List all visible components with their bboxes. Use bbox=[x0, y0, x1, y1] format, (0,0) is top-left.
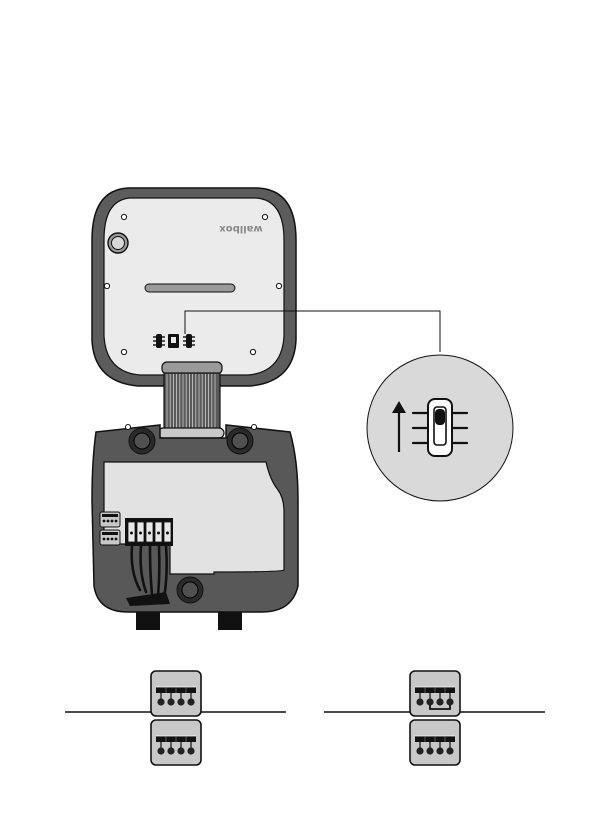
screw-icon bbox=[121, 349, 126, 354]
screw-icon bbox=[104, 283, 109, 288]
led-strip bbox=[145, 284, 235, 292]
switch-knob bbox=[435, 409, 445, 425]
screw-icon bbox=[276, 283, 281, 288]
connector-block-bottom bbox=[151, 720, 201, 765]
charger-body bbox=[92, 425, 298, 631]
lid-dip-switch bbox=[153, 334, 195, 348]
ribbon-cable bbox=[158, 362, 224, 438]
connector-block-top bbox=[151, 671, 201, 716]
brand-logo: wallbox bbox=[219, 223, 263, 234]
terminal-block bbox=[125, 518, 173, 546]
connector-block-bottom bbox=[410, 720, 460, 765]
charger-lid: wallbox bbox=[92, 188, 296, 386]
connector-figures bbox=[65, 671, 545, 765]
screw-icon bbox=[121, 214, 126, 219]
screw-icon bbox=[250, 349, 255, 354]
screw-icon bbox=[262, 214, 267, 219]
connector-figure-1 bbox=[65, 671, 286, 765]
connector-figure-2 bbox=[324, 671, 545, 765]
